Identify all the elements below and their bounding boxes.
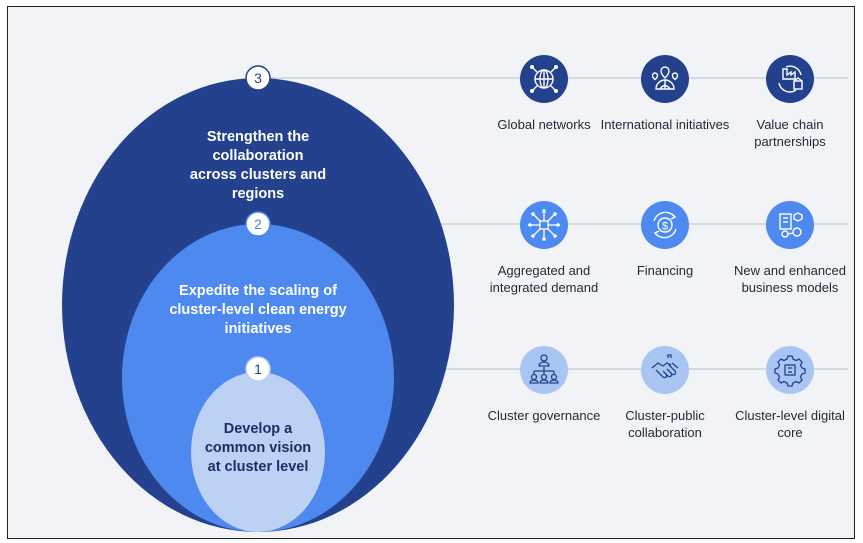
item-global-networks-label: Global networks [497, 117, 591, 132]
item-value-chain-partnerships-label: Value chain partnerships [754, 117, 826, 149]
item-business-models-label: New and enhanced business models [733, 263, 847, 295]
diagram-frame: 3 2 1 Strengthen the collaboration acros… [7, 6, 855, 539]
item-aggregated-demand-label: Aggregated and integrated demand [489, 263, 599, 295]
business-model-icon [766, 201, 814, 254]
level-3-title: Strengthen the collaboration across clus… [189, 129, 327, 202]
item-cluster-governance-label: Cluster governance [487, 408, 601, 423]
level-3-number: 3 [254, 70, 262, 86]
item-cluster-public-collaboration-label: Cluster-public collaboration [625, 408, 705, 440]
svg-text:$: $ [662, 221, 668, 233]
item-digital-core-label: Cluster-level digital core [735, 408, 845, 440]
handshake-icon [641, 346, 689, 399]
level-1-circle [191, 372, 325, 532]
level-3-badge: 3 [245, 65, 271, 91]
item-international-initiatives-label: International initiatives [600, 117, 730, 132]
nested-circles-diagram: 3 2 1 [62, 65, 848, 532]
gear-chip-icon [766, 346, 814, 399]
level-2-number: 2 [254, 216, 262, 232]
level-2-badge: 2 [245, 211, 271, 237]
globe-network-icon [520, 55, 568, 108]
aggregation-icon [520, 201, 568, 254]
factory-cycle-icon [766, 55, 814, 108]
dollar-cycle-icon: $ [641, 201, 689, 254]
item-financing-label: Financing [636, 263, 694, 278]
level-1-badge: 1 [245, 356, 271, 382]
level-2-title: Expedite the scaling of cluster-level cl… [169, 283, 347, 337]
level-1-title: Develop a common vision at cluster level [204, 421, 312, 475]
level-1-number: 1 [254, 361, 262, 377]
org-chart-icon [520, 346, 568, 399]
globe-pin-icon [641, 55, 689, 108]
